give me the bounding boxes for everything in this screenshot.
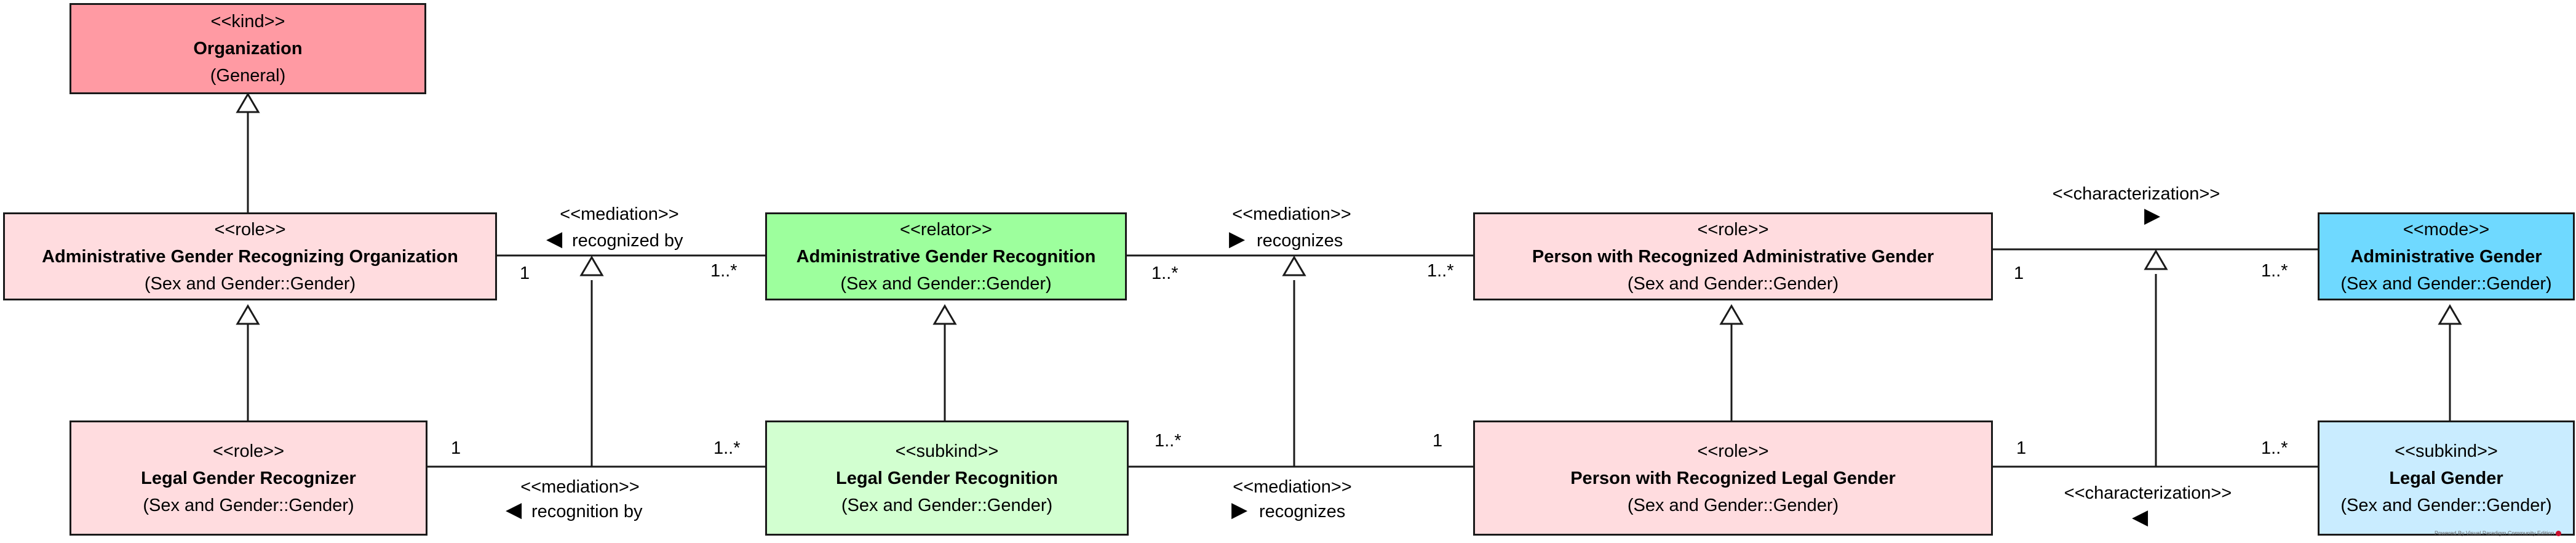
class-name: Administrative Gender Recognizing Organi… [42,246,458,267]
multiplicity: 1..* [1151,263,1179,283]
class-stereotype: <<subkind>> [2395,441,2498,461]
class-legal-gender-recognition[interactable]: <<subkind>> Legal Gender Recognition (Se… [765,420,1129,536]
association-direction-arrow: ◀ [2132,505,2149,529]
class-stereotype: <<subkind>> [895,441,999,461]
visual-paradigm-logo-icon [2556,531,2562,537]
class-name: Person with Recognized Administrative Ge… [1532,246,1934,267]
association-name: recognition by [531,502,643,521]
generalization-arrowhead [1282,255,1306,276]
generalization-arrowhead [2438,304,2462,325]
class-package: (Sex and Gender::Gender) [841,495,1053,515]
class-package: (General) [210,66,286,86]
generalization-arrowhead [1719,304,1744,325]
class-package: (Sex and Gender::Gender) [143,495,354,515]
generalization-arrowhead [579,255,604,276]
association-stereotype: <<mediation>> [1233,477,1352,497]
class-person-recognized-administrative-gender[interactable]: <<role>> Person with Recognized Administ… [1473,212,1993,300]
association-direction-arrow: ◀ [506,498,522,521]
multiplicity: 1..* [710,261,737,281]
class-package: (Sex and Gender::Gender) [840,273,1052,294]
association-name: recognized by [572,231,683,251]
association-name: recognizes [1257,231,1343,251]
multiplicity: 1 [451,438,461,458]
class-stereotype: <<role>> [214,219,286,239]
generalization-arrowhead [236,92,260,113]
class-name: Administrative Gender Recognition [796,246,1096,267]
class-stereotype: <<role>> [1697,219,1769,239]
class-stereotype: <<relator>> [900,219,992,239]
class-package: (Sex and Gender::Gender) [144,273,356,294]
generalization-arrowhead [2144,249,2168,270]
multiplicity: 1..* [714,438,741,458]
class-name: Legal Gender Recognizer [141,468,356,488]
footer-text: Powered By Visual Paradigm Community Edi… [2435,530,2554,536]
multiplicity: 1 [1433,431,1443,451]
class-admin-gender-recognizing-organization[interactable]: <<role>> Administrative Gender Recognizi… [3,212,497,300]
class-administrative-gender-recognition[interactable]: <<relator>> Administrative Gender Recogn… [765,212,1127,300]
class-package: (Sex and Gender::Gender) [1627,495,1839,515]
multiplicity: 1 [2014,263,2024,283]
multiplicity: 1..* [1427,261,1454,281]
association-name: recognizes [1259,502,1346,521]
generalization-arrowhead [932,304,957,325]
class-stereotype: <<role>> [212,441,285,461]
class-stereotype: <<mode>> [2403,219,2490,239]
class-stereotype: <<role>> [1697,441,1769,461]
class-stereotype: <<kind>> [210,12,285,31]
generalization-arrowhead [236,304,260,325]
class-name: Administrative Gender [2350,246,2542,267]
association-direction-arrow: ▶ [2144,204,2161,227]
class-name: Organization [193,39,303,58]
class-package: (Sex and Gender::Gender) [1627,273,1839,294]
association-direction-arrow: ▶ [1231,498,1248,521]
multiplicity: 1 [520,263,530,283]
multiplicity: 1..* [2261,261,2288,281]
association-stereotype: <<mediation>> [520,477,640,497]
multiplicity: 1 [2016,438,2027,458]
class-person-recognized-legal-gender[interactable]: <<role>> Person with Recognized Legal Ge… [1473,420,1993,536]
class-legal-gender[interactable]: <<subkind>> Legal Gender (Sex and Gender… [2318,420,2575,536]
association-stereotype: <<mediation>> [1232,204,1351,224]
association-direction-arrow: ▶ [1229,227,1246,251]
class-name: Legal Gender [2389,468,2503,488]
association-stereotype: <<characterization>> [2052,184,2220,204]
class-name: Person with Recognized Legal Gender [1570,468,1896,488]
class-name: Legal Gender Recognition [836,468,1058,488]
association-direction-arrow: ◀ [546,227,563,251]
class-administrative-gender[interactable]: <<mode>> Administrative Gender (Sex and … [2318,212,2575,300]
powered-by-footer: Powered By Visual Paradigm Community Edi… [2435,530,2562,537]
multiplicity: 1..* [1155,431,1182,451]
class-package: (Sex and Gender::Gender) [2340,495,2552,515]
class-legal-gender-recognizer[interactable]: <<role>> Legal Gender Recognizer (Sex an… [70,420,427,536]
multiplicity: 1..* [2261,438,2288,458]
class-package: (Sex and Gender::Gender) [2340,273,2552,294]
class-organization[interactable]: <<kind>> Organization (General) [70,3,426,94]
association-stereotype: <<mediation>> [560,204,679,224]
association-stereotype: <<characterization>> [2064,483,2232,503]
